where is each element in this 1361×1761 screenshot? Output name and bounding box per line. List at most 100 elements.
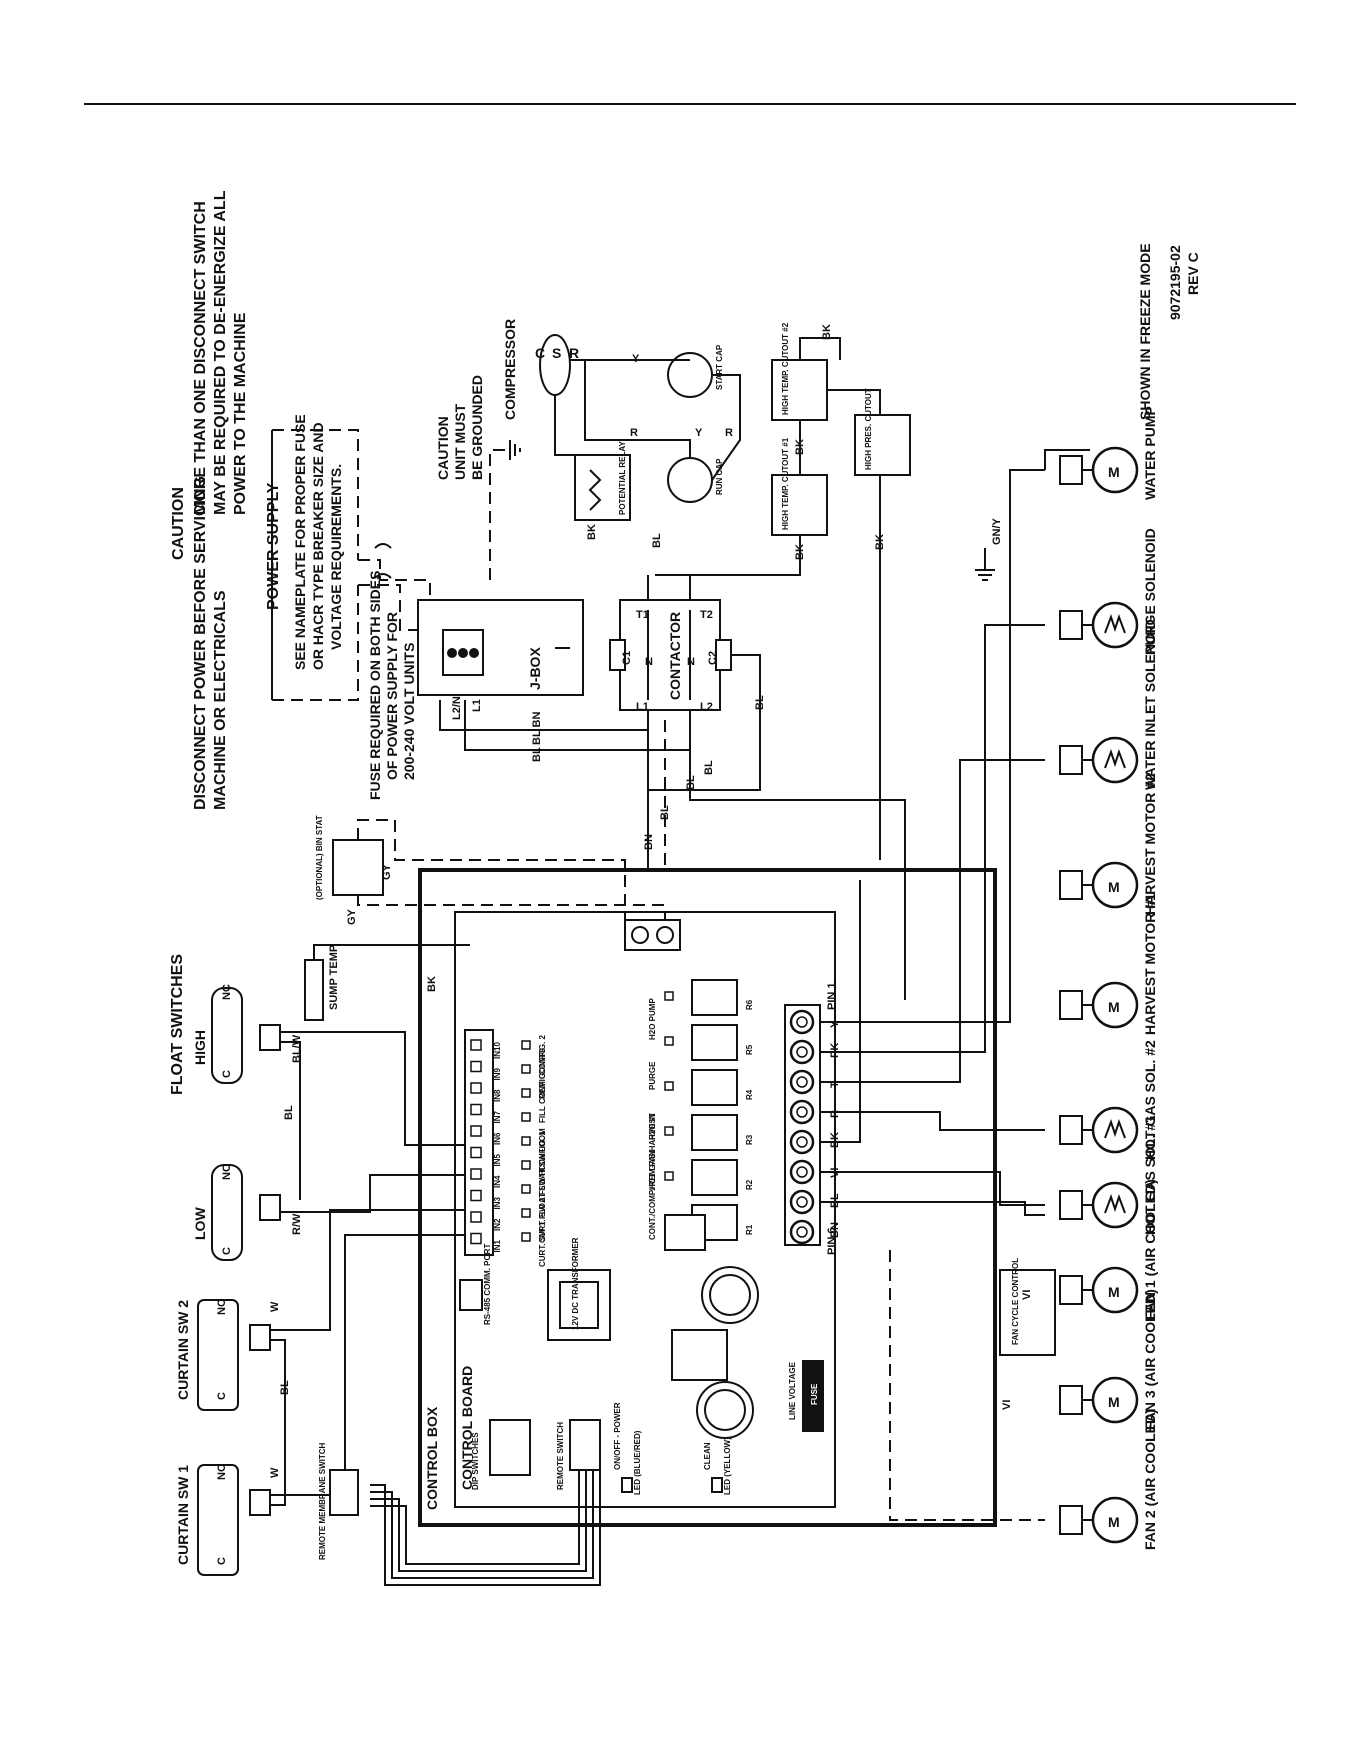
sump-temp-label: SUMP TEMP (328, 945, 340, 1010)
relay-led (664, 991, 674, 1001)
input-terminal (470, 1103, 482, 1116)
wire-y-2: Y (695, 427, 703, 439)
feed-r (820, 1111, 1045, 1131)
output-pin-center (796, 1166, 808, 1178)
input-terminal-label: IN1 (493, 1240, 502, 1253)
input-terminal-label: IN4 (493, 1175, 502, 1188)
curtain-common-wire (270, 1339, 286, 1506)
load-label: FAN 2 (AIR COOLED) (1142, 1409, 1158, 1550)
relay-label: R3 (745, 1134, 754, 1145)
feed-pk (820, 624, 1045, 1053)
input-terminal-label: IN6 (493, 1132, 502, 1145)
config-led (521, 1040, 531, 1050)
gny-ground-icon (975, 569, 995, 581)
input-function-label: FILL CONFIG (538, 1073, 547, 1123)
load-label: FAN 3 (AIR COOLED) (1142, 1289, 1158, 1430)
relay-block (691, 1069, 738, 1106)
input-function-label: FLOAT SW LO (538, 1140, 547, 1195)
wire-bk-relay: BK (586, 524, 598, 540)
motor-symbol (1091, 1266, 1139, 1314)
input-function-label: CURT. SW 2 (538, 1197, 547, 1243)
curtain-sw-1-no: NO (216, 1463, 228, 1480)
wire-bl-relay: BL (651, 533, 663, 548)
config-led (521, 1064, 531, 1074)
t1-label: T1 (636, 609, 649, 621)
t2-label: T2 (700, 609, 713, 621)
load-label: WATER PUMP (1142, 406, 1158, 500)
relay-function-label: H2O PUMP (648, 998, 657, 1040)
n-label-1: N (645, 656, 653, 668)
wire-bl-supply: BL (531, 747, 543, 762)
ground-caution: CAUTION UNIT MUST BE GROUNDED (435, 375, 521, 580)
output-pin-center (796, 1226, 808, 1238)
coil-icon (1104, 614, 1126, 634)
curtain-2-wire (270, 1209, 465, 1331)
caution-line-1: MORE THAN ONE DISCONNECT SWITCH (192, 201, 209, 515)
l1-label: L1 (471, 699, 483, 712)
rs485-port (459, 1279, 483, 1311)
bin-gy-2: GY (346, 908, 358, 925)
control-box: CONTROL BOX CONTROL BOARD IN10IN9IN8IN7I… (418, 868, 997, 1527)
fuse-block (802, 1360, 824, 1432)
input-terminal (470, 1211, 482, 1223)
curtain-sw-1-c: C (216, 1557, 228, 1565)
dip-label: DIP SWITCHES (471, 1432, 480, 1490)
l2-contact-label: L2 (700, 701, 713, 713)
remote-membrane: REMOTE MEMBRANE SWITCH (318, 1442, 601, 1586)
relay-block (691, 1159, 738, 1196)
relay-block (691, 1114, 738, 1151)
solenoid-symbol (1091, 1106, 1139, 1154)
fan-cycle-box (999, 1269, 1056, 1356)
feed-y (820, 469, 1045, 1023)
config-led (521, 1160, 531, 1170)
fuse-label: FUSE (810, 1383, 819, 1405)
hpc-label: HIGH PRES. CUTOUT (864, 388, 873, 470)
wire-bk-mid: BK (794, 439, 806, 455)
relay-led (664, 1126, 674, 1136)
float-blw-label: BL/W (291, 1034, 303, 1063)
bin-gy-1: GY (381, 863, 393, 880)
c1-coil (609, 639, 626, 671)
wire-bl-l2: BL (685, 775, 697, 790)
float-high-nc: NC (221, 984, 233, 1000)
feed-bk (820, 880, 861, 1143)
clean-button[interactable] (711, 1477, 723, 1493)
load-plug (1059, 1275, 1083, 1305)
output-pin-center (796, 1136, 808, 1148)
onoff-button[interactable] (621, 1477, 633, 1493)
load-plug (1059, 1385, 1083, 1415)
disconnect-line-1: DISCONNECT POWER BEFORE SERVICING (192, 476, 209, 810)
load-label: HARVEST MOTOR #2 (1142, 773, 1158, 915)
wire-bk-hpc: BK (874, 534, 886, 550)
bin-stat-wire-1 (357, 819, 626, 920)
compressor-symbol (539, 334, 571, 396)
sump-bin: SUMP TEMP BK (OPTIONAL) BIN STAT GY GY (304, 815, 666, 1021)
float-switches-label: FLOAT SWITCHES (169, 954, 186, 1095)
hpc-box (854, 414, 911, 476)
caution-note: CAUTION MORE THAN ONE DISCONNECT SWITCH … (170, 190, 249, 560)
revision-label: REV C (1185, 252, 1201, 295)
nameplate-line-3: VOLTAGE REQUIREMENTS. (328, 464, 344, 650)
input-terminal-label: IN10 (493, 1042, 502, 1059)
terminal-2 (458, 648, 468, 658)
load-label: PURGE SOLENOID (1142, 528, 1158, 655)
htc1-out (655, 535, 801, 576)
input-terminal-label: IN3 (493, 1197, 502, 1210)
bin-stat-label: (OPTIONAL) BIN STAT (315, 815, 324, 900)
input-function-label: FLOAT SW HI (538, 1168, 547, 1219)
relay-function-label: HOT GAS/HARVEST (648, 1113, 657, 1190)
l2n-label: L2/N (451, 696, 463, 720)
motor-symbol (1091, 1376, 1139, 1424)
curtain-sw-2 (197, 1299, 239, 1411)
input-function-label: COM (538, 1128, 547, 1147)
input-terminal (470, 1146, 482, 1159)
sump-temp-probe (304, 959, 324, 1021)
start-circuit: POTENTIAL RELAY RUN CAP START CAP R R Y … (554, 344, 741, 548)
compressor-label: COMPRESSOR (502, 319, 518, 420)
curtain-switches: CURTAIN SW 2 NO C CURTAIN SW 1 NO C BL W… (175, 1209, 465, 1576)
load-plug (1059, 1115, 1083, 1145)
terminal-c: C (535, 345, 545, 361)
clean-label: CLEAN (703, 1442, 712, 1470)
power-supply: POWER SUPPLY SEE NAMEPLATE FOR PROPER FU… (265, 414, 431, 701)
